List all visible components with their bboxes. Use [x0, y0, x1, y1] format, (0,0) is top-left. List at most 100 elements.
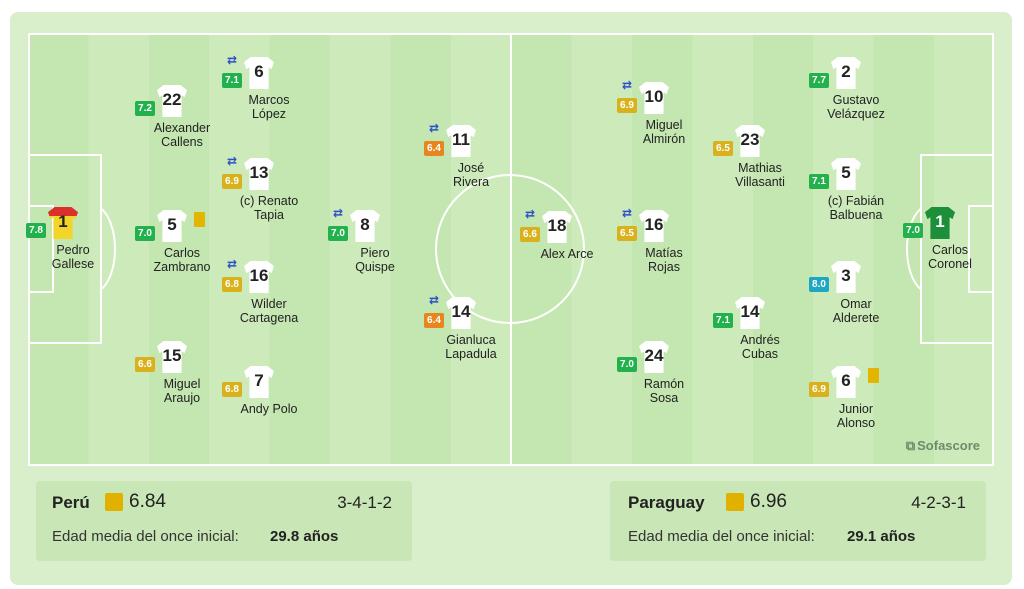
player-rating-badge: 7.0 — [617, 357, 637, 372]
left-penalty-area — [28, 154, 102, 344]
right-goal-area — [968, 205, 994, 293]
player-name-line: Gallese — [51, 257, 95, 271]
player-name-line: Mathias — [738, 161, 782, 175]
player-name-line: José — [457, 161, 485, 175]
player-number: 18 — [547, 216, 567, 235]
player-number: 16 — [644, 215, 664, 234]
player-name-line: Alex Arce — [540, 247, 594, 261]
player-name-line: Zambrano — [153, 260, 211, 274]
player-number: 22 — [162, 90, 182, 109]
player-name-line: Coronel — [928, 257, 972, 271]
player-name-line: Ramón — [643, 377, 685, 391]
player-name-line: Miguel — [163, 377, 201, 391]
away-age-value: 29.1 años — [847, 528, 916, 545]
player-number: 15 — [162, 346, 182, 365]
left-goal-area — [28, 205, 54, 293]
player-name-line: Araujo — [163, 391, 201, 405]
right-penalty-area — [920, 154, 994, 344]
player-name-line: Omar — [840, 297, 872, 311]
player-name-line: (c) Renato — [239, 194, 299, 208]
player-rating-badge: 6.8 — [222, 382, 242, 397]
player-number: 10 — [644, 87, 664, 106]
player-name-line: Quispe — [355, 260, 395, 274]
player-number: 3 — [841, 266, 851, 285]
player-name-line: Cartagena — [239, 311, 299, 325]
substitution-icon: ⇄ — [332, 206, 344, 220]
away-team-name[interactable]: Paraguay — [628, 493, 705, 512]
player-name-line: Callens — [161, 135, 203, 149]
player-name-line: Alderete — [832, 311, 880, 325]
player-rating-badge: 6.9 — [617, 98, 637, 113]
player-number: 8 — [360, 215, 370, 234]
player-name-line: Alonso — [836, 416, 876, 430]
player-name-line: Velázquez — [827, 107, 885, 121]
player-number: 5 — [841, 163, 851, 182]
player-name-line: Carlos — [931, 243, 969, 257]
player-number: 1 — [935, 212, 945, 231]
player-rating-badge: 6.6 — [520, 227, 540, 242]
player-name-line: Villasanti — [735, 175, 785, 189]
player-rating-badge: 7.7 — [809, 73, 829, 88]
player-rating-badge: 7.0 — [328, 226, 348, 241]
home-age-label: Edad media del once inicial: — [52, 528, 239, 545]
team-rating-icon — [726, 493, 744, 511]
player-rating-badge: 8.0 — [809, 277, 829, 292]
player-name-line: Pedro — [56, 243, 90, 257]
player-number: 6 — [254, 62, 264, 81]
player-name-line: Piero — [360, 246, 390, 260]
player-number: 6 — [841, 371, 851, 390]
home-age-value: 29.8 años — [270, 528, 339, 545]
player-name-line: Alexander — [153, 121, 211, 135]
substitution-icon: ⇄ — [428, 121, 440, 135]
player-number: 14 — [740, 302, 760, 321]
player-name-line: Marcos — [248, 93, 290, 107]
player-rating-badge: 7.1 — [222, 73, 242, 88]
player-number: 14 — [451, 302, 471, 321]
team-rating-icon — [105, 493, 123, 511]
yellow-card-icon — [194, 212, 205, 227]
player-number: 11 — [452, 130, 470, 149]
home-team-rating: 6.84 — [129, 491, 166, 512]
away-age-label: Edad media del once inicial: — [628, 528, 815, 545]
player-number: 24 — [644, 346, 664, 365]
player-name-line: Gianluca — [446, 333, 496, 347]
player-name-line: Lapadula — [445, 347, 497, 361]
substitution-icon: ⇄ — [226, 53, 238, 67]
player-name-line: Balbuena — [829, 208, 883, 222]
player-rating-badge: 7.0 — [135, 226, 155, 241]
substitution-icon: ⇄ — [226, 154, 238, 168]
home-team-name[interactable]: Perú — [52, 493, 90, 512]
player-number: 2 — [841, 62, 851, 81]
player-rating-badge: 6.6 — [135, 357, 155, 372]
substitution-icon: ⇄ — [226, 257, 238, 271]
player-name-line: Sosa — [649, 391, 679, 405]
player-rating-badge: 6.4 — [424, 313, 444, 328]
player-number: 16 — [249, 266, 269, 285]
player-number: 1 — [58, 212, 68, 231]
substitution-icon: ⇄ — [524, 207, 536, 221]
player-name-line: Almirón — [642, 132, 686, 146]
player-rating-badge: 6.5 — [713, 141, 733, 156]
player-number: 5 — [167, 215, 177, 234]
player-name-line: Rojas — [648, 260, 680, 274]
player-number: 13 — [249, 163, 269, 182]
substitution-icon: ⇄ — [621, 78, 633, 92]
player-name-line: Wilder — [251, 297, 287, 311]
player-rating-badge: 6.9 — [222, 174, 242, 189]
home-formation: 3-4-1-2 — [337, 493, 392, 512]
player-rating-badge: 6.4 — [424, 141, 444, 156]
player-name-line: López — [251, 107, 287, 121]
player-name: Andy Polo — [204, 402, 334, 416]
player-name-line: Tapia — [254, 208, 284, 222]
player-name-line: Carlos — [163, 246, 201, 260]
